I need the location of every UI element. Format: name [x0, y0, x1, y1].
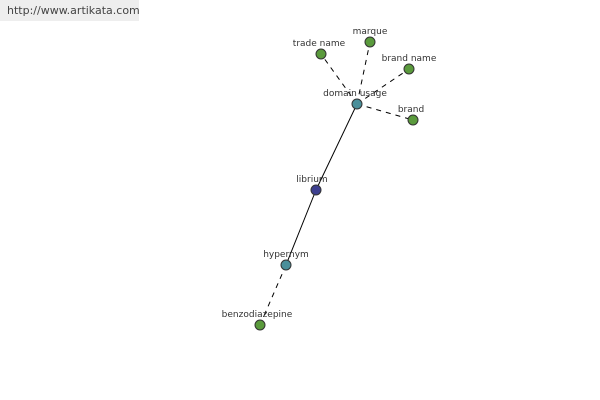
graph-nodes: librium domain usage hypernym trade name mar… [222, 27, 437, 331]
node-hypernym[interactable]: hypernym [263, 250, 309, 271]
node-circle-brand[interactable] [407, 114, 419, 126]
edge-domain-usage-trade-name [320, 53, 358, 105]
node-librium[interactable]: librium [296, 175, 328, 196]
graph-edges [259, 41, 414, 326]
node-label-brand: brand [398, 105, 424, 115]
node-circle-domain-usage[interactable] [351, 98, 363, 110]
node-label-hypernym: hypernym [263, 250, 309, 260]
node-label-brand-name: brand name [382, 54, 437, 64]
node-circle-benzodiazepine[interactable] [254, 319, 266, 331]
edge-hypernym-benzodiazepine [259, 264, 287, 326]
edge-librium-domain-usage [315, 103, 358, 191]
node-circle-librium[interactable] [310, 184, 322, 196]
node-circle-trade-name[interactable] [315, 48, 327, 60]
edge-librium-hypernym [285, 189, 317, 266]
node-label-librium: librium [296, 175, 327, 185]
source-url[interactable]: http://www.artikata.com [0, 0, 140, 21]
node-label-trade-name: trade name [293, 39, 346, 49]
node-label-benzodiazepine: benzodiazepine [222, 310, 293, 320]
node-circle-hypernym[interactable] [280, 259, 292, 271]
node-circle-brand-name[interactable] [403, 63, 415, 75]
node-benzodiazepine[interactable]: benzodiazepine [222, 310, 293, 331]
node-label-marque: marque [353, 27, 388, 37]
edge-domain-usage-marque [356, 41, 371, 105]
node-domain-usage[interactable]: domain usage [323, 89, 387, 110]
node-marque[interactable]: marque [353, 27, 388, 48]
node-label-domain-usage: domain usage [323, 89, 387, 99]
node-trade-name[interactable]: trade name [293, 39, 346, 60]
node-brand[interactable]: brand [398, 105, 424, 126]
node-brand-name[interactable]: brand name [382, 54, 437, 75]
node-circle-marque[interactable] [364, 36, 376, 48]
edge-domain-usage-brand-name [356, 68, 410, 105]
